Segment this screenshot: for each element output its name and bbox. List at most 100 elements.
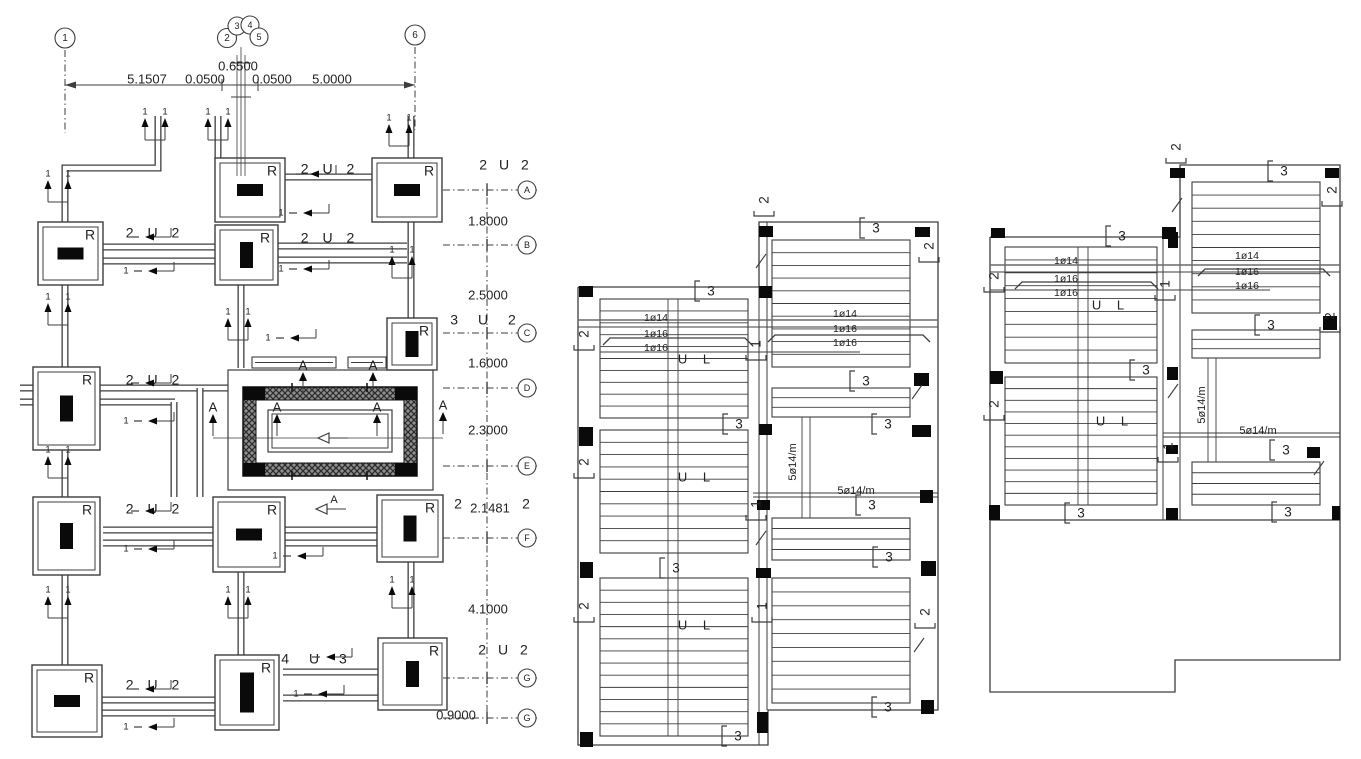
dimension: 2.5000 [468, 287, 508, 302]
line [1313, 460, 1325, 476]
section-arrow-head [224, 596, 232, 605]
slab-label: U L [1092, 297, 1130, 312]
column [1323, 316, 1337, 330]
grid-bubble-label: 6 [412, 30, 418, 41]
section-number: 1 [406, 113, 411, 124]
detail-number: 3 [1142, 363, 1150, 378]
detail-number: 1 [749, 340, 764, 348]
footing-inner [36, 669, 98, 733]
column [921, 561, 936, 576]
rebar [1014, 281, 1159, 290]
detail-number: 2 [577, 458, 592, 466]
beam-label: 2 U 2 [301, 230, 359, 246]
section-number: 1 [65, 292, 70, 303]
core-corner-column [243, 387, 265, 400]
section-number: 1 [265, 333, 270, 344]
beam-label: 3 U 2 [450, 312, 523, 328]
line [913, 637, 925, 653]
column [580, 732, 593, 747]
detail-bracket [914, 623, 936, 629]
detail-mark: 1 [751, 602, 773, 623]
beam-label: 2 U 2 [126, 225, 184, 241]
slab-panel [599, 577, 749, 737]
column [915, 227, 930, 237]
section-number: 1 [293, 689, 298, 700]
footing-label: R [85, 227, 95, 243]
dimension: 0.9000 [436, 707, 476, 722]
grid-bubble-label: E [524, 461, 530, 471]
section-number: 1 [123, 266, 128, 277]
detail-mark: 3 [1271, 501, 1292, 523]
detail-number: 2 [1323, 312, 1338, 320]
dimension: 5.1507 [127, 71, 167, 86]
section-a-arrow [373, 414, 381, 423]
section-arrow-head [244, 318, 252, 327]
detail-mark: 2 [983, 272, 1005, 293]
core-corner-column [243, 463, 265, 476]
detail-bracket [1254, 314, 1260, 336]
detail-bracket [871, 696, 877, 718]
detail-mark: 3 [859, 217, 880, 239]
section-number: 1 [272, 551, 277, 562]
detail-mark: 3 [849, 370, 870, 392]
section-arrow-head [385, 124, 393, 133]
section-arrow-head [64, 180, 72, 189]
detail-bracket [983, 415, 1005, 421]
section-a-arrow [273, 414, 281, 423]
footing-label: R [267, 502, 277, 518]
section-arrow-head [408, 256, 416, 265]
detail-mark: 2 [573, 602, 595, 623]
strap-beam-core [62, 116, 161, 228]
column [394, 184, 420, 196]
grid-bubble [404, 24, 426, 46]
column [921, 700, 934, 714]
leader-arrow-head [148, 267, 157, 275]
leader-arrow-head [148, 723, 157, 731]
section-number: 1 [65, 169, 70, 180]
footing-inner [217, 501, 281, 568]
section-arrow-head [224, 318, 232, 327]
line [755, 530, 767, 546]
dim-arrow [404, 81, 415, 89]
outline [989, 164, 1341, 693]
section-number: 1 [45, 169, 50, 180]
section-arrow-head [44, 303, 52, 312]
detail-number: 3 [1267, 318, 1275, 333]
section-number: 1 [123, 416, 128, 427]
line [1167, 383, 1179, 399]
section-arrow-head [388, 256, 396, 265]
column [756, 568, 771, 578]
column [403, 515, 417, 542]
detail-number: 3 [862, 374, 870, 389]
beam-label: 2 [454, 496, 462, 512]
detail-bracket [1269, 439, 1275, 461]
footing-label: R [82, 502, 92, 518]
beam-label: 2 U 2 [126, 372, 184, 388]
grid-bubble [517, 323, 537, 343]
column [579, 286, 593, 297]
detail-bracket [1129, 359, 1135, 381]
column [405, 331, 419, 357]
leader-arrow-head [303, 209, 312, 217]
grid-bubble [517, 235, 537, 255]
detail-number: 3 [868, 498, 876, 513]
section-arrow-head [44, 456, 52, 465]
slab-reinforcement-plan-1: 33333333332222221111ø141ø161ø161ø141ø161… [573, 196, 940, 747]
detail-bracket [751, 617, 773, 623]
detail-number: 3 [734, 729, 742, 744]
detail-number: 3 [885, 550, 893, 565]
detail-number: 2 [987, 272, 1002, 280]
detail-bracket [983, 287, 1005, 293]
column [1325, 168, 1339, 178]
detail-bracket [872, 546, 878, 568]
detail-bracket [745, 515, 767, 521]
dimension: 4.1000 [468, 601, 508, 616]
detail-mark: 3 [872, 546, 893, 568]
column [1166, 445, 1178, 454]
footing-label: R [425, 500, 435, 516]
detail-mark: 3 [1269, 439, 1290, 461]
detail-number: 1 [749, 500, 764, 508]
section-number: 1 [65, 585, 70, 596]
beam-label: 2 U 2 [479, 157, 532, 173]
